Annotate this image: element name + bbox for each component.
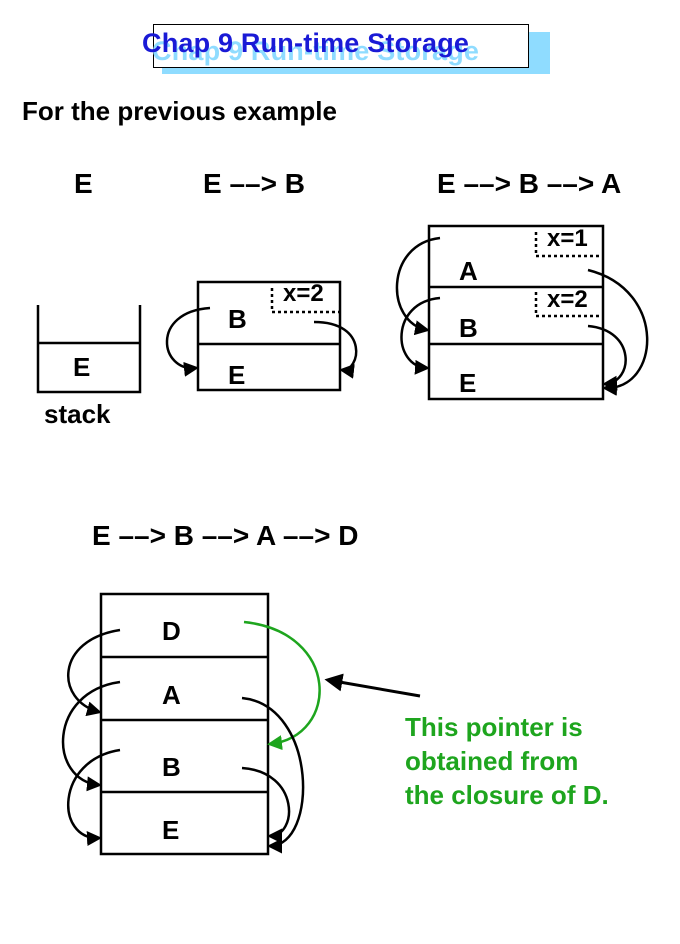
closure-note: This pointer is obtained from the closur…: [405, 710, 609, 812]
scenario4-caption: E ––> B ––> A ––> D: [92, 520, 359, 551]
scenario3-pointer-b-left: [400, 296, 441, 375]
scenario4-frame-b: B: [162, 752, 181, 782]
scenario3-var-label-a: x=1: [547, 225, 588, 252]
scenario3-pointer-b-right: [587, 324, 627, 391]
title-text-shadow: Chap 9 Run-time Storage: [152, 36, 480, 66]
scenario4-frame-d: D: [162, 616, 181, 646]
scenario2-caption: E ––> B: [203, 168, 305, 199]
scenario3-pointer-a-right: [587, 268, 649, 396]
scenario3-frame-b: B: [459, 313, 478, 343]
scenario3-stack: [427, 224, 605, 401]
closure-note-line-1: This pointer is: [405, 712, 583, 742]
scenario1-caption: E: [74, 168, 93, 199]
scenario4-frame-e: E: [162, 815, 180, 845]
scenario4-pointer-a-right: [241, 696, 305, 854]
scenario2-var-label: x=2: [283, 280, 324, 307]
scenario2-pointer-right: [313, 320, 358, 379]
closure-note-line-3: the closure of D.: [405, 780, 609, 810]
stack-label: stack: [44, 399, 111, 429]
scenario3-var-label-b: x=2: [547, 286, 588, 313]
scenario2-var-box: [270, 288, 340, 314]
scenario1-stack: [36, 305, 142, 394]
scenario4-pointer-b-left: [67, 748, 121, 847]
scenario4-pointer-a-left: [61, 680, 121, 792]
scenario4-stack: [99, 592, 270, 856]
scenario3-frame-a: A: [459, 256, 478, 286]
scenario3-caption: E ––> B ––> A: [437, 168, 622, 199]
scenario1-frame-e: E: [73, 352, 91, 382]
scenario3-frame-e: E: [459, 368, 477, 398]
closure-note-line-2: obtained from: [405, 746, 579, 776]
page-title: Chap 9 Run-time Storage: [142, 28, 470, 58]
scenario4-pointer-d-right-green: [243, 620, 321, 751]
scenario2-pointer-left: [165, 306, 211, 377]
scenario3-var-boxes: [534, 232, 603, 318]
scenario2-frame-e: E: [228, 360, 246, 390]
scenario2-stack: [196, 280, 342, 392]
scenario4-pointer-b-right: [241, 766, 291, 844]
subtitle: For the previous example: [22, 96, 337, 126]
scenario4-pointer-d-left: [67, 628, 121, 717]
scenario3-pointer-a-left: [395, 236, 441, 336]
scenario4-frame-a: A: [162, 680, 181, 710]
note-callout-arrow: [324, 673, 421, 698]
title-box: [153, 24, 529, 68]
scenario2-frame-b: B: [228, 304, 247, 334]
